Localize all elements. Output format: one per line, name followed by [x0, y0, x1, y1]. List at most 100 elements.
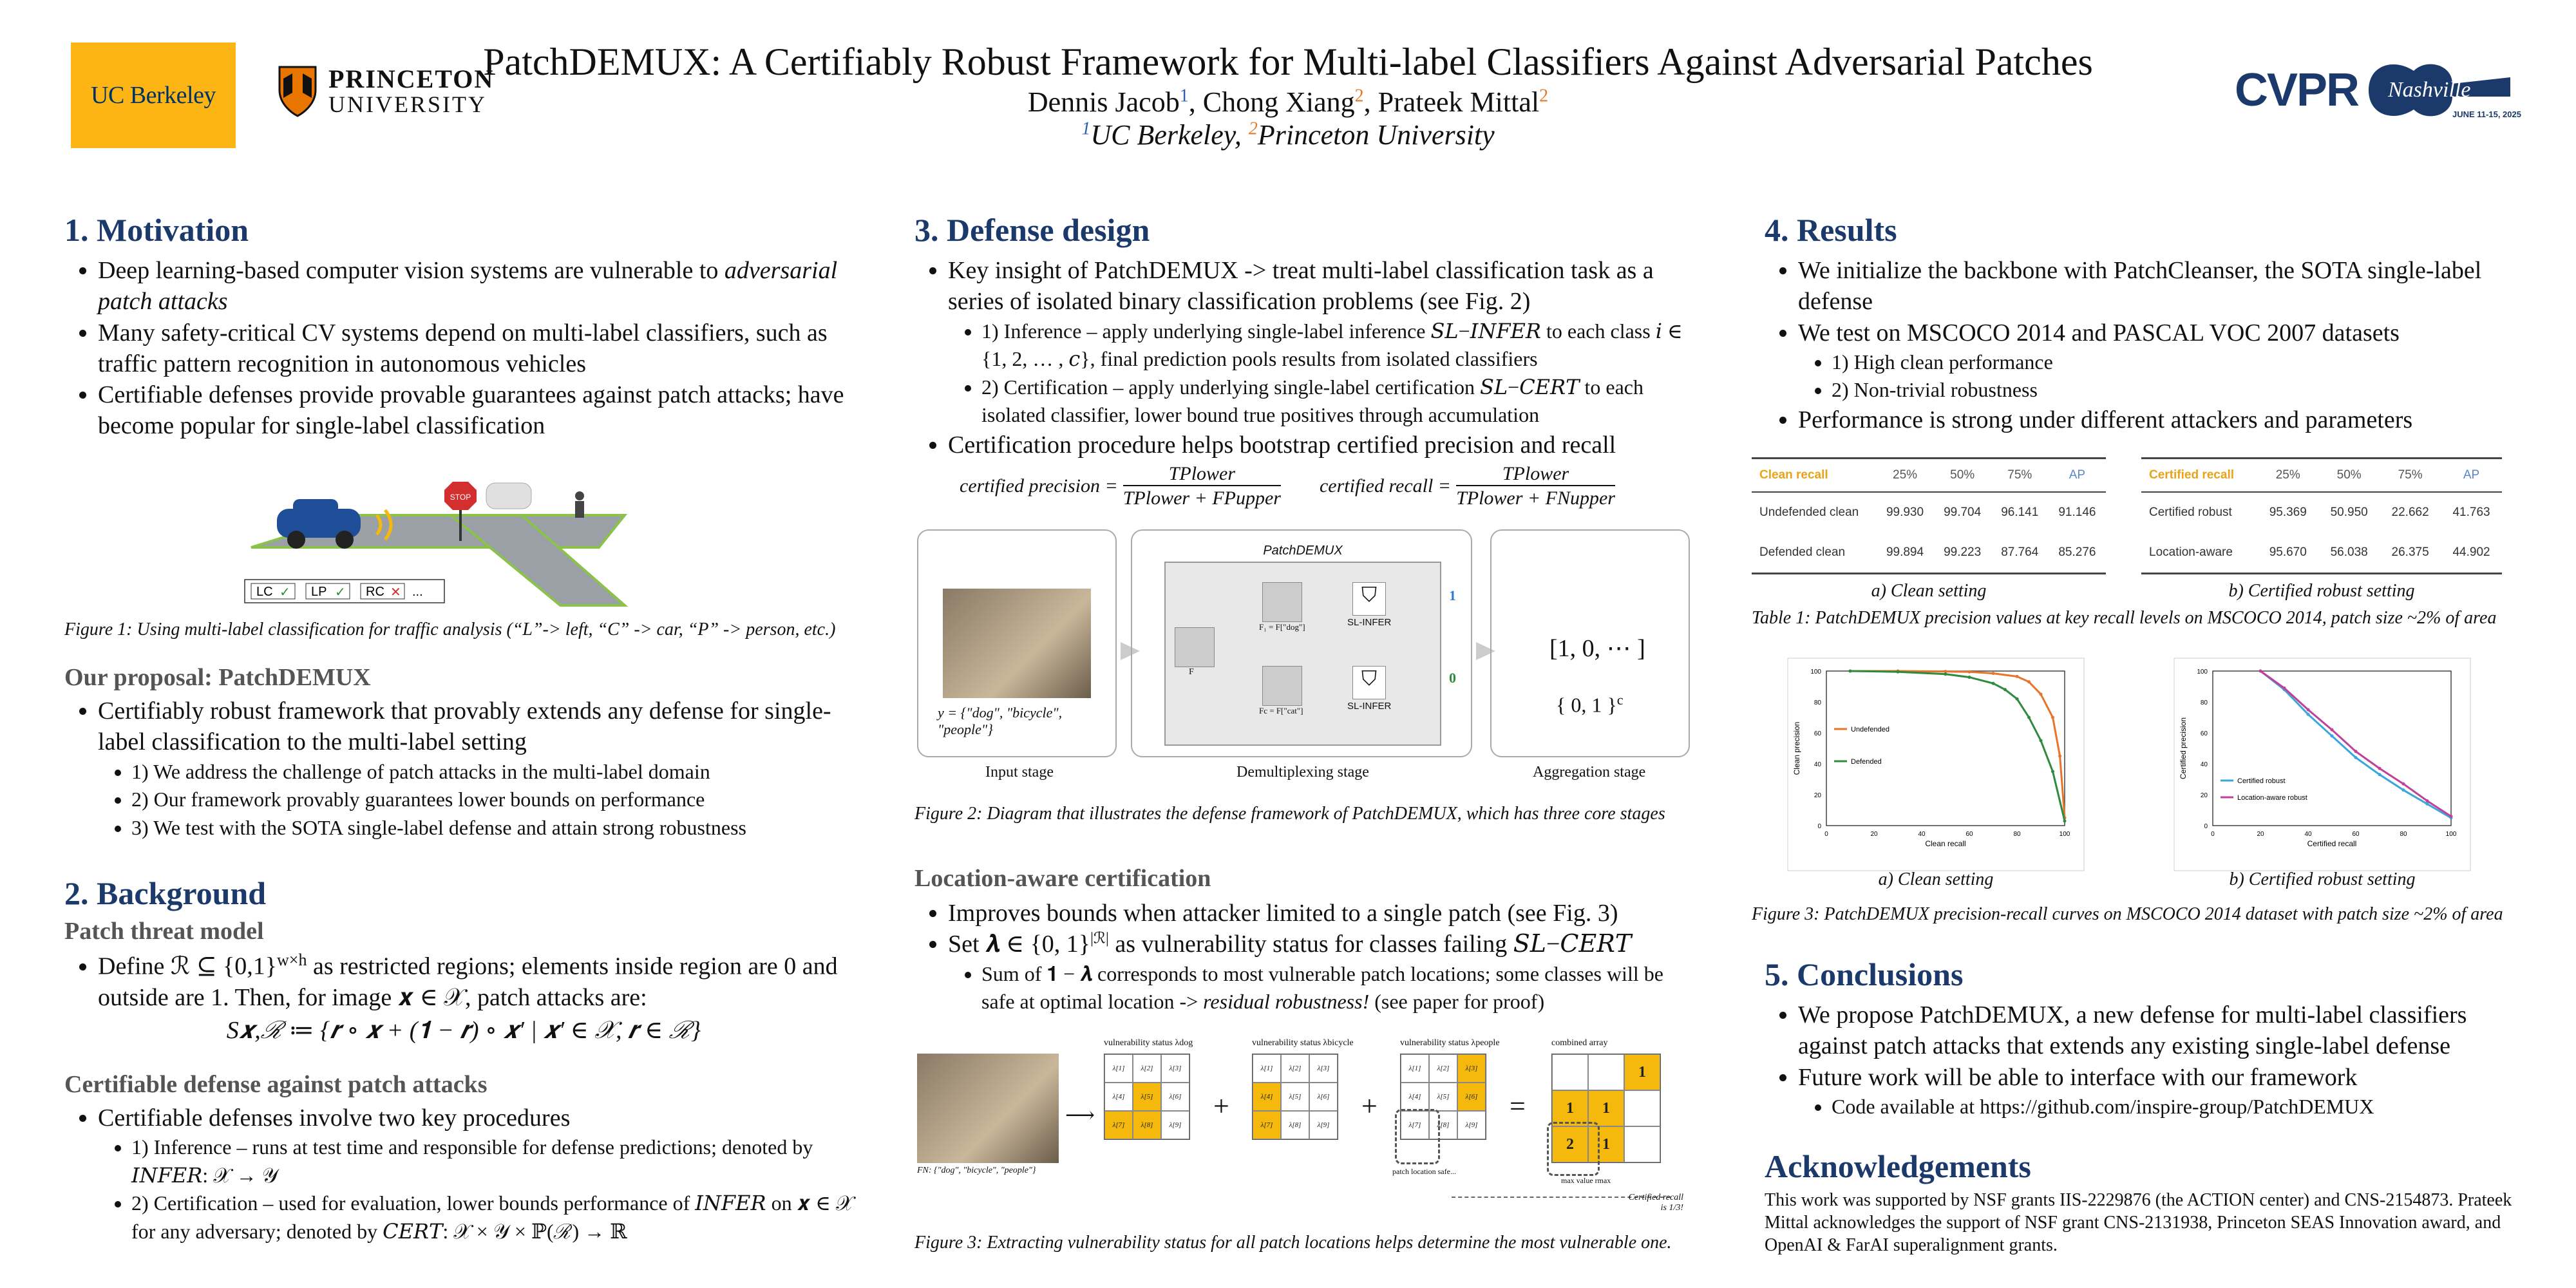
- data-point: [2354, 755, 2358, 759]
- list-item: 2) Our framework provably guarantees low…: [131, 786, 863, 814]
- data-point: [2425, 802, 2429, 806]
- list-item: Key insight of PatchDEMUX -> treat multi…: [948, 255, 1700, 317]
- plot-area: [2212, 670, 2452, 826]
- uc-berkeley-logo: UC Berkeley: [71, 43, 236, 148]
- x-tick-label: 100: [2446, 831, 2457, 838]
- fig1-label-more: ...: [412, 585, 423, 599]
- fig3-results-caption: Figure 3: PatchDEMUX precision-recall cu…: [1752, 904, 2503, 924]
- recall-formula-den: TPlower + FNupper: [1456, 484, 1615, 509]
- fig1-label-rc: RC: [366, 585, 384, 599]
- data-point: [2015, 697, 2019, 701]
- list-item: We propose PatchDEMUX, a new defense for…: [1798, 999, 2524, 1062]
- vuln-people-label: vulnerability status λpeople: [1400, 1038, 1500, 1048]
- demux-stage-box: PatchDEMUX F F₁ = F["dog"] Fc = F["cat"]…: [1131, 529, 1472, 757]
- list-item: Set 𝝀 ∈ {0, 1}|ℛ| as vulnerability statu…: [948, 929, 1700, 960]
- x-tick-label: 60: [2352, 831, 2360, 838]
- certified-recall-note: Certified recall is 1/3!: [1628, 1193, 1683, 1213]
- sl-infer-label: SL-INFER: [1347, 617, 1392, 628]
- list-item: Future work will be able to interface wi…: [1798, 1062, 2524, 1093]
- data-point: [2378, 773, 2382, 777]
- table-cell: 99.704: [1944, 506, 1982, 519]
- data-point: [2401, 782, 2405, 786]
- y-tick-label: 60: [1814, 730, 1822, 737]
- output-1: 1: [1449, 587, 1456, 603]
- affiliations: 1UC Berkeley, 2Princeton University: [451, 118, 2125, 151]
- x-axis-label: Certified recall: [2307, 839, 2357, 848]
- authors: Dennis Jacob1, Chong Xiang2, Prateek Mit…: [1027, 86, 1549, 118]
- max-value-marker: [1547, 1122, 1600, 1176]
- list-item: 2) Certification – apply underlying sing…: [981, 374, 1700, 430]
- fn-label: FN: {"dog", "bicycle", "people"}: [917, 1166, 1036, 1175]
- data-point: [1967, 670, 1971, 674]
- cvpr-guitar-icon: Nashville JUNE 11-15, 2025: [2369, 64, 2521, 119]
- table-header: AP: [2048, 457, 2106, 493]
- network-icon: [1262, 666, 1302, 706]
- list-item: Improves bounds when attacker limited to…: [948, 898, 1700, 929]
- data-point: [2330, 734, 2334, 738]
- table-cell: 56.038: [2318, 533, 2380, 574]
- x-tick-label: 20: [1870, 831, 1878, 838]
- table-cell: 91.146: [2058, 506, 2096, 519]
- data-point: [2027, 715, 2031, 719]
- recall-formula: certified recall = TPlower TPlower + FNu…: [1320, 463, 1615, 509]
- author-2: Chong Xiang: [1202, 86, 1355, 118]
- table-header: 25%: [1876, 457, 1934, 493]
- list-item: Certification procedure helps bootstrap …: [948, 430, 1700, 460]
- plot-a-caption: a) Clean setting: [1878, 869, 1994, 889]
- table-cell: 95.670: [2257, 533, 2319, 574]
- list-item[interactable]: Code available at https://github.com/ins…: [1832, 1093, 2524, 1121]
- defense-section: 3. Defense design Key insight of PatchDE…: [914, 211, 1700, 509]
- combined-cell: 1: [1552, 1090, 1588, 1126]
- threat-formula: S𝒙,ℛ ≔ {𝒓 ∘ 𝒙 + (𝟏 − 𝒓) ∘ 𝒙′ | 𝒙′ ∈ 𝒳, 𝒓…: [226, 1017, 701, 1045]
- chart-frame: [2174, 658, 2471, 871]
- data-point: [2027, 680, 2031, 684]
- threat-text-1: Define ℛ ⊆ {0,1}: [98, 952, 278, 980]
- cert-defense-heading: Certifiable defense against patch attack…: [64, 1071, 488, 1099]
- results-section: 4. Results We initialize the backbone wi…: [1765, 211, 2524, 435]
- poster-header: PatchDEMUX: A Certifiably Robust Framewo…: [451, 40, 2125, 151]
- precision-formula-lhs: certified precision =: [960, 475, 1118, 497]
- data-point: [2039, 692, 2043, 696]
- data-point: [1967, 676, 1971, 679]
- patch-location-label: patch location safe...: [1392, 1167, 1456, 1176]
- table-header: 25%: [2257, 457, 2319, 493]
- background-heading: 2. Background: [64, 875, 267, 911]
- precision-formula-num: TPlower: [1168, 462, 1236, 484]
- table-row: Certified robust 95.369 50.950 22.662 41…: [2141, 492, 2502, 533]
- fig1-caption: Figure 1: Using multi-label classificati…: [64, 620, 836, 639]
- list-item: 3) We test with the SOTA single-label de…: [131, 814, 863, 842]
- list-item: Certifiable defenses provide provable gu…: [98, 379, 863, 442]
- cvpr-logo: CVPR Nashville JUNE 11-15, 2025: [2235, 45, 2521, 135]
- results-table-b: Certified recall 25% 50% 75% AP Certifie…: [2141, 457, 2502, 601]
- table-a-caption: a) Clean setting: [1871, 581, 1987, 601]
- cvpr-dates: JUNE 11-15, 2025: [2452, 109, 2521, 119]
- data-point: [2058, 754, 2062, 758]
- data-point: [2449, 815, 2453, 819]
- plus-icon: +: [1213, 1090, 1229, 1122]
- princeton-logo-line1: PRINCETON: [328, 64, 495, 94]
- x-tick-label: 20: [2257, 831, 2264, 838]
- data-point: [2306, 712, 2310, 716]
- data-point: [2378, 766, 2382, 770]
- x-tick-label: 40: [2304, 831, 2312, 838]
- table-cell: 99.930: [1886, 506, 1924, 519]
- car-icon: [277, 499, 361, 549]
- arrow-icon: [1476, 642, 1495, 660]
- background-section: 2. Background Patch threat model Define …: [64, 875, 863, 1245]
- list-item: 2) Certification – used for evaluation, …: [131, 1189, 863, 1245]
- y-axis-label: Clean precision: [1792, 722, 1801, 775]
- author-1-sup: 1: [1179, 86, 1189, 106]
- list-item: We initialize the backbone with PatchCle…: [1798, 255, 2524, 317]
- acknowledgements-section: Acknowledgements This work was supported…: [1765, 1148, 2524, 1256]
- cert-formulas: certified precision = TPlower TPlower + …: [914, 463, 1700, 509]
- data-point: [2259, 669, 2262, 673]
- x-tick-label: 0: [2211, 831, 2215, 838]
- loc-l2b: as vulnerability status for classes fail…: [1108, 931, 1632, 958]
- table-header: 50%: [2318, 457, 2380, 493]
- patchdemux-box-title: PatchDEMUX: [1263, 544, 1343, 558]
- shield-icon: ⛉: [1352, 666, 1386, 699]
- list-item: 1) We address the challenge of patch att…: [131, 758, 863, 786]
- cvpr-city: Nashville: [2387, 78, 2470, 102]
- patch-location-marker: [1395, 1109, 1440, 1164]
